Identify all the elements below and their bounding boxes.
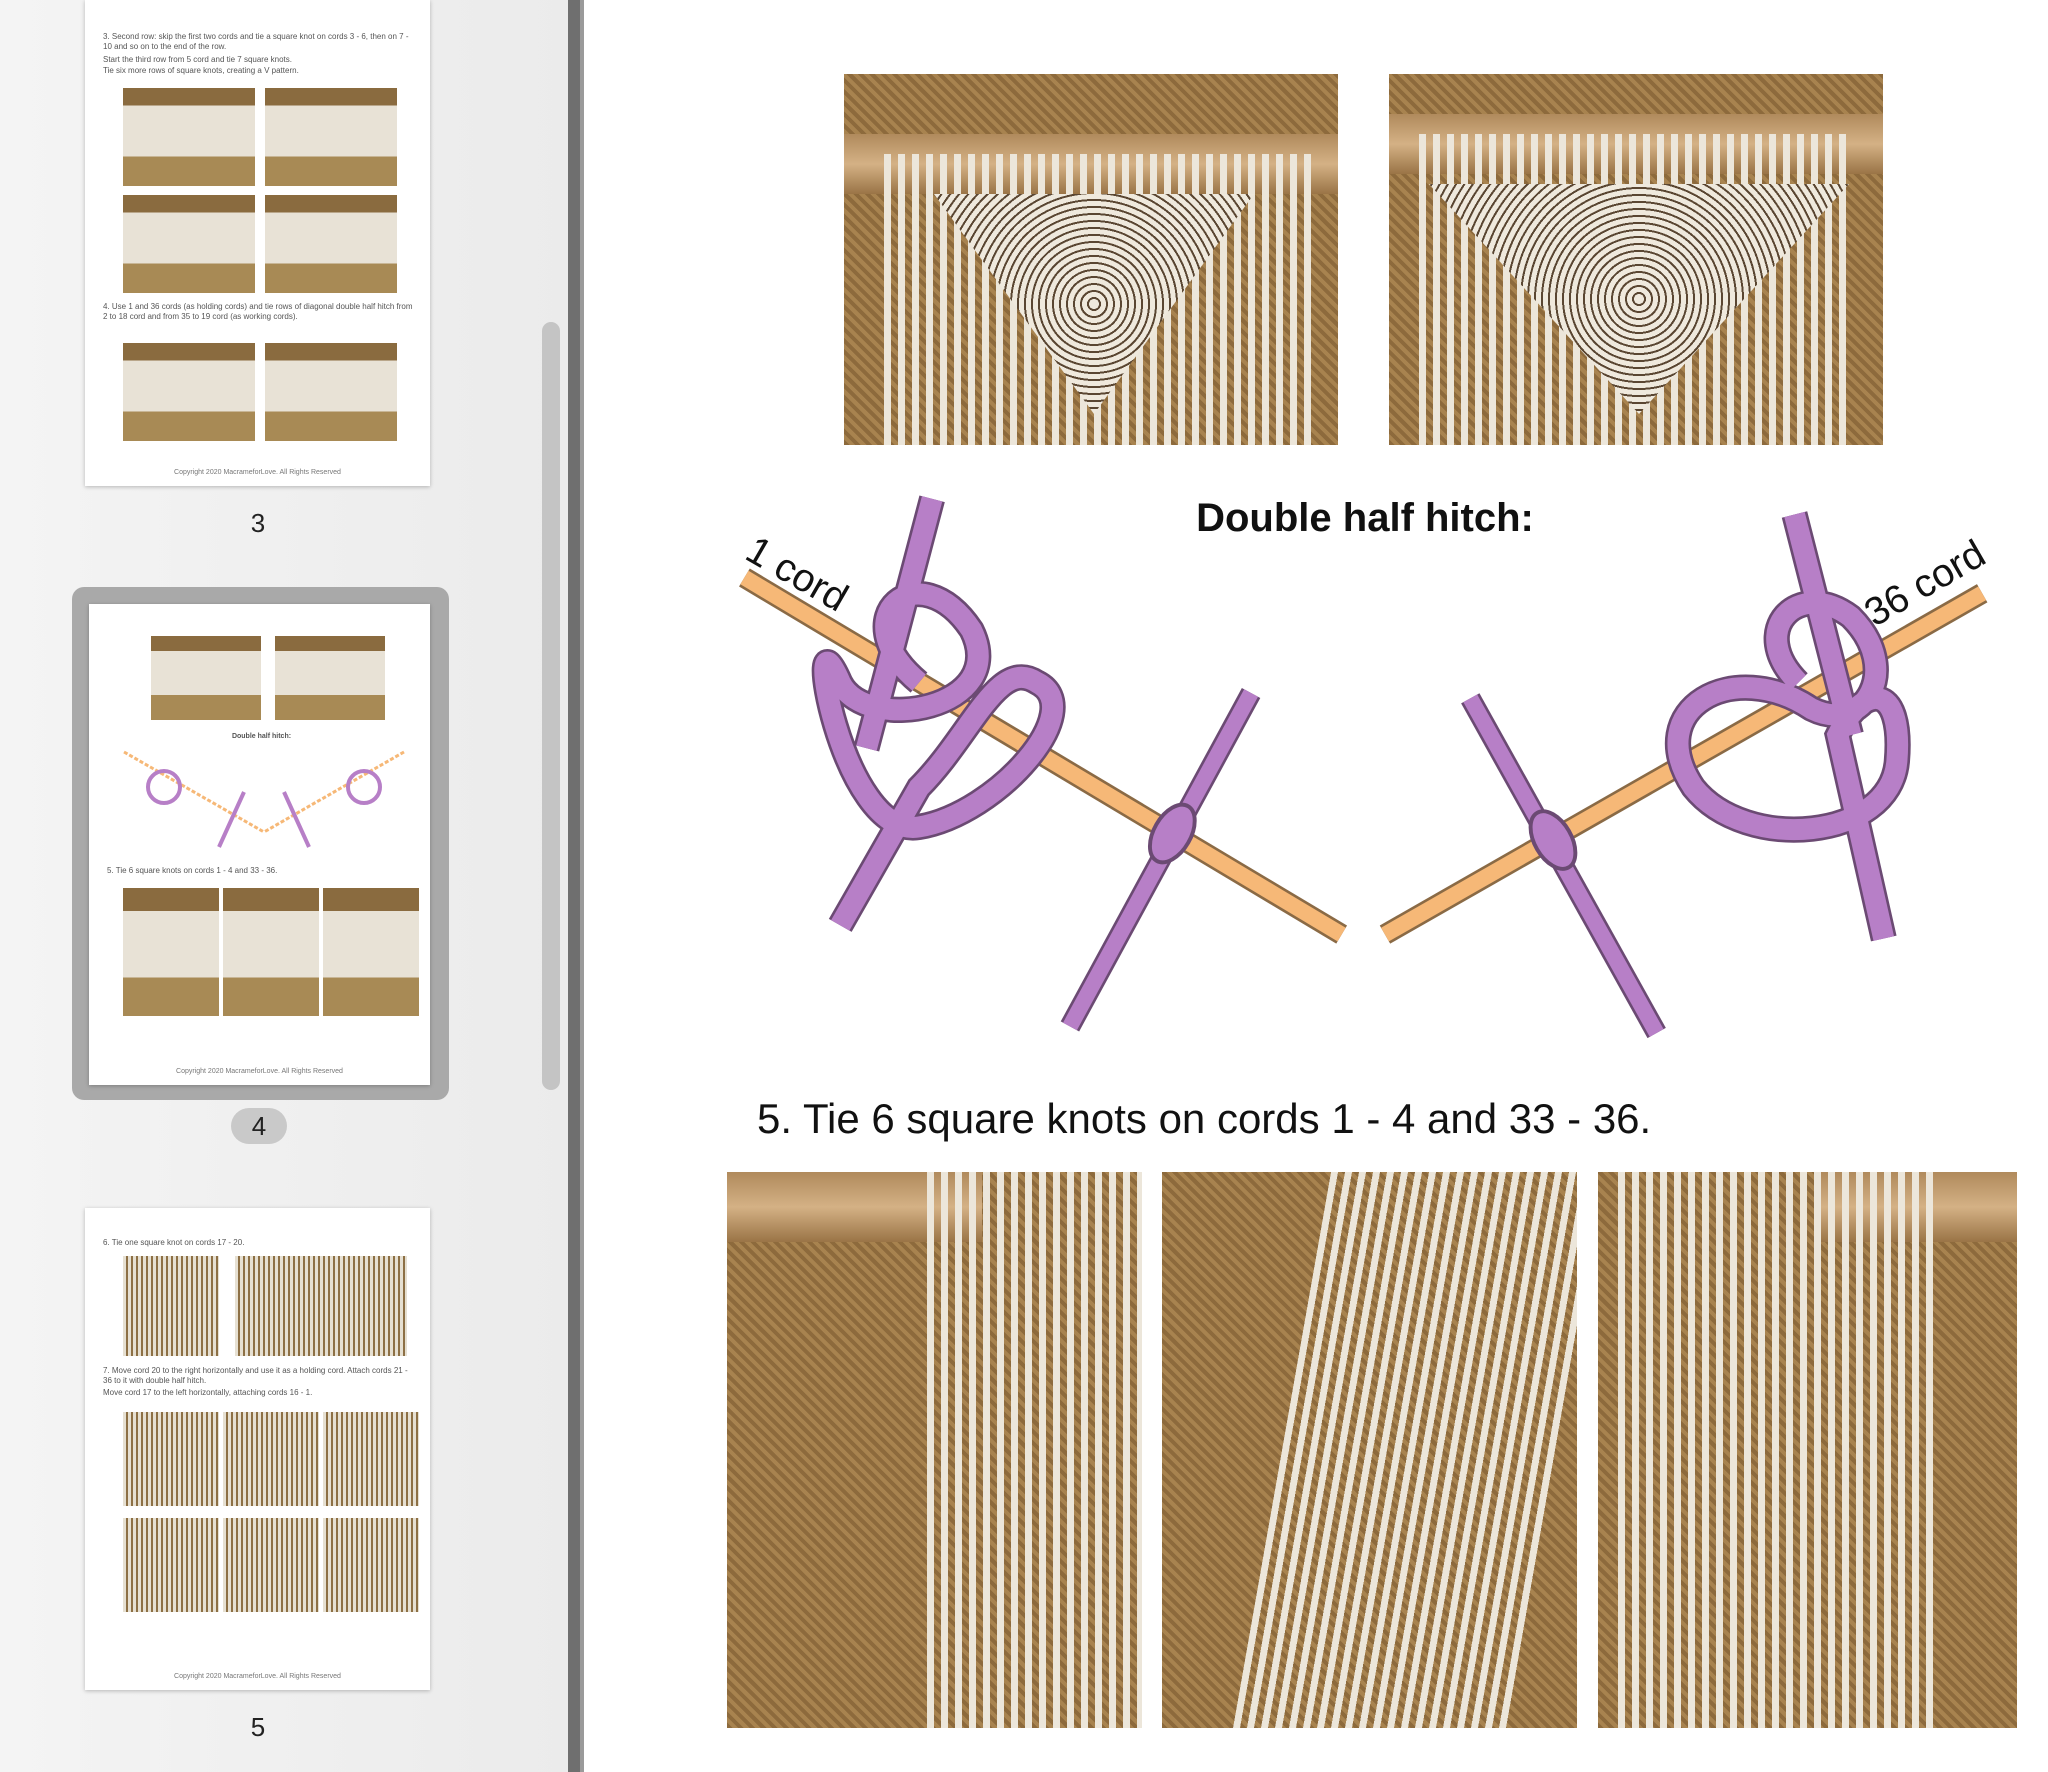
split-divider[interactable] xyxy=(568,0,584,1772)
thumb-footer: Copyright 2020 MacrameforLove. All Right… xyxy=(174,1673,341,1680)
page-number-4[interactable]: 4 xyxy=(231,1108,287,1144)
step-5-instruction: 5. Tie 6 square knots on cords 1 - 4 and… xyxy=(757,1095,1652,1142)
page-number-5[interactable]: 5 xyxy=(250,1712,266,1742)
page-number-3[interactable]: 3 xyxy=(250,508,266,538)
page-thumbnail-5[interactable]: 6. Tie one square knot on cords 17 - 20.… xyxy=(85,1208,430,1690)
thumb-text: Tie six more rows of square knots, creat… xyxy=(103,66,299,75)
diagram-title: Double half hitch: xyxy=(1196,496,1534,540)
thumb-text: 6. Tie one square knot on cords 17 - 20. xyxy=(103,1238,245,1247)
thumb-diagram xyxy=(123,750,405,848)
photo-knots-left xyxy=(844,74,1338,445)
thumb-text: Double half hitch: xyxy=(231,733,292,740)
thumb-text: Move cord 17 to the left horizontally, a… xyxy=(103,1388,313,1397)
thumb-footer: Copyright 2020 MacrameforLove. All Right… xyxy=(174,469,341,476)
photo-step5-right xyxy=(1598,1172,2017,1728)
thumb-text: 3. Second row: skip the first two cords … xyxy=(103,32,409,51)
thumb-text: 7. Move cord 20 to the right horizontall… xyxy=(103,1366,408,1385)
page-thumbnail-4[interactable]: Double half hitch: 5. Tie 6 square knots… xyxy=(89,604,430,1085)
thumb-footer: Copyright 2020 MacrameforLove. All Right… xyxy=(176,1068,343,1075)
photo-step5-left xyxy=(727,1172,1142,1728)
thumb-text: Start the third row from 5 cord and tie … xyxy=(103,55,292,64)
thumb-text: 4. Use 1 and 36 cords (as holding cords)… xyxy=(103,302,413,321)
photo-step5-middle xyxy=(1162,1172,1577,1728)
photo-knots-right xyxy=(1389,74,1883,445)
sidebar-scrollbar[interactable] xyxy=(542,322,560,1090)
page-thumbnail-sidebar: 3. Second row: skip the first two cords … xyxy=(0,0,568,1772)
page-thumbnail-3[interactable]: 3. Second row: skip the first two cords … xyxy=(85,0,430,486)
thumb-text: 5. Tie 6 square knots on cords 1 - 4 and… xyxy=(107,866,278,875)
